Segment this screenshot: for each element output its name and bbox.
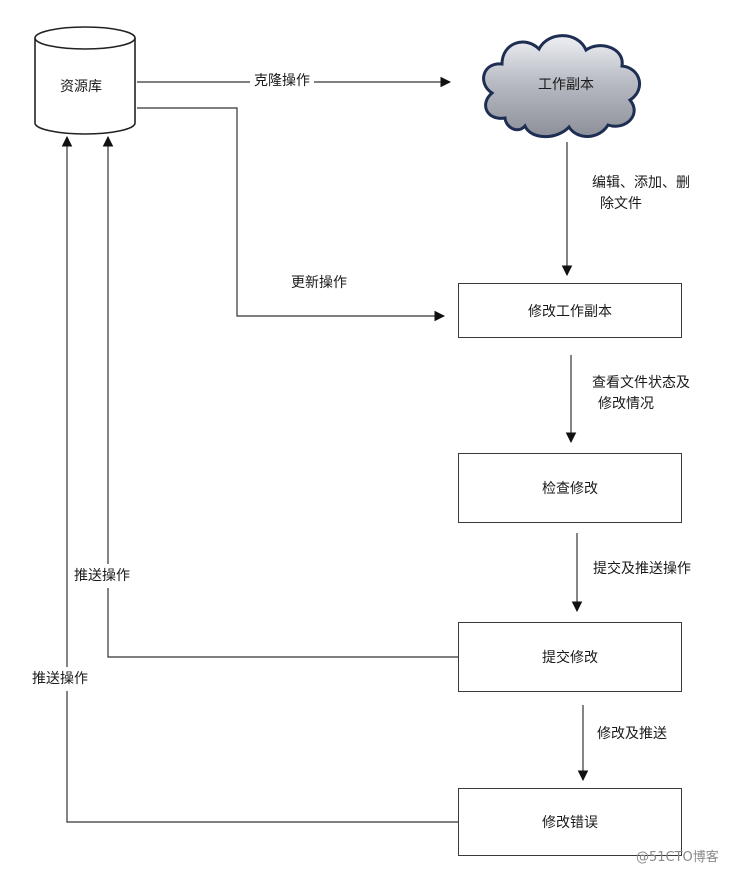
modify-and-push-label: 修改及推送 xyxy=(597,726,667,742)
commit-changes-label: 提交修改 xyxy=(542,650,598,666)
working-copy-label: 工作副本 xyxy=(538,77,594,93)
push-inner-label: 推送操作 xyxy=(74,564,130,588)
clone-label: 克隆操作 xyxy=(250,71,314,91)
modify-working-copy-label: 修改工作副本 xyxy=(528,303,612,320)
push-outer-label: 推送操作 xyxy=(32,667,88,691)
view-status-label-2: 修改情况 xyxy=(598,396,654,412)
push-inner-arrow xyxy=(102,135,458,658)
fix-errors-label: 修改错误 xyxy=(542,815,598,831)
fix-errors-box: 修改错误 xyxy=(458,788,682,856)
modify-working-copy-box: 修改工作副本 xyxy=(458,283,682,338)
edit-add-delete-label-2: 除文件 xyxy=(600,196,642,212)
update-label: 更新操作 xyxy=(291,275,347,291)
view-status-label-1: 查看文件状态及 xyxy=(592,375,690,391)
check-changes-box: 检查修改 xyxy=(458,453,682,523)
working-copy-cloud xyxy=(482,34,642,139)
repository-cylinder xyxy=(34,26,136,135)
commit-and-push-label: 提交及推送操作 xyxy=(593,561,691,577)
repository-label: 资源库 xyxy=(60,79,102,95)
commit-changes-box: 提交修改 xyxy=(458,622,682,692)
edit-add-delete-label-1: 编辑、添加、删 xyxy=(592,175,690,191)
check-changes-label: 检查修改 xyxy=(542,481,598,497)
update-arrow xyxy=(137,107,446,322)
watermark: @51CTO博客 xyxy=(636,850,719,865)
push-outer-arrow xyxy=(61,135,458,823)
